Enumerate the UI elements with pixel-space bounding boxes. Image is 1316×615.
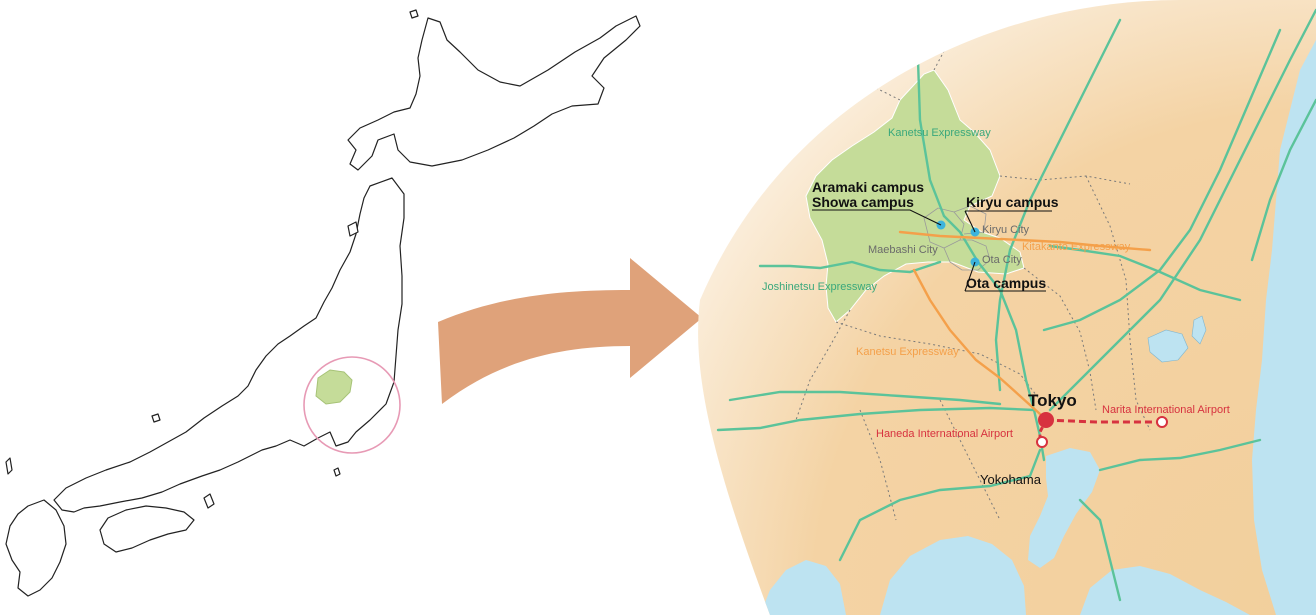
expressways-green	[716, 0, 1316, 602]
kiryu-campus-label: Kiryu campus	[966, 194, 1059, 210]
narita-airport-label: Narita International Airport	[1102, 404, 1230, 416]
izu-island	[333, 467, 341, 477]
japan-overview-map	[5, 9, 641, 597]
prefecture-borders	[795, 21, 1151, 521]
kanetsu-expressway-north-label: Kanetsu Expressway	[888, 127, 991, 139]
sado-island	[347, 221, 359, 237]
showa-campus-label: Showa campus	[812, 194, 914, 210]
zoom-arrow	[438, 258, 702, 404]
ota-campus-label: Ota campus	[966, 275, 1046, 291]
haneda-airport-marker	[1036, 436, 1048, 448]
ota-city-label: Ota City	[982, 254, 1022, 266]
aramaki-campus-label: Aramaki campus	[812, 179, 924, 195]
haneda-airport-label: Haneda International Airport	[876, 428, 1013, 440]
oki-island	[151, 413, 161, 423]
pacific-ocean-east	[1252, 40, 1316, 615]
narita-airport-marker	[1156, 416, 1168, 428]
sea-south-west	[760, 560, 846, 615]
campus-leader-lines	[812, 209, 1052, 292]
lake-kasumigaura	[1147, 329, 1189, 363]
lake-kitaura	[1191, 315, 1207, 345]
tokyo-bay	[1028, 448, 1100, 568]
kyushu-island	[5, 499, 67, 597]
expressways-orange	[898, 230, 1152, 416]
joshinetsu-expressway-label: Joshinetsu Expressway	[762, 281, 877, 293]
honshu-island	[53, 177, 405, 513]
sea-south-east	[1080, 566, 1250, 615]
kanetsu-expressway-south-label: Kanetsu Expressway	[856, 346, 959, 358]
tokyo-marker	[1038, 412, 1054, 428]
focus-circle	[303, 356, 401, 454]
maebashi-city-label: Maebashi City	[868, 244, 938, 256]
rishiri-island	[409, 9, 419, 19]
shikoku-island	[99, 505, 195, 553]
kitakanto-expressway-label: Kitakantō Expressway	[1022, 241, 1131, 253]
gunma-overview-highlight	[315, 369, 353, 405]
tokyo-label: Tokyo	[1028, 391, 1077, 410]
tsushima-island	[5, 457, 13, 475]
yokohama-label: Yokohama	[980, 472, 1042, 487]
sagami-bay	[880, 536, 1026, 615]
kiryu-city-label: Kiryu City	[982, 224, 1030, 236]
awaji-island	[203, 493, 215, 509]
hokkaido-island	[347, 15, 641, 171]
land-area	[698, 0, 1316, 615]
regional-map	[698, 0, 1316, 615]
